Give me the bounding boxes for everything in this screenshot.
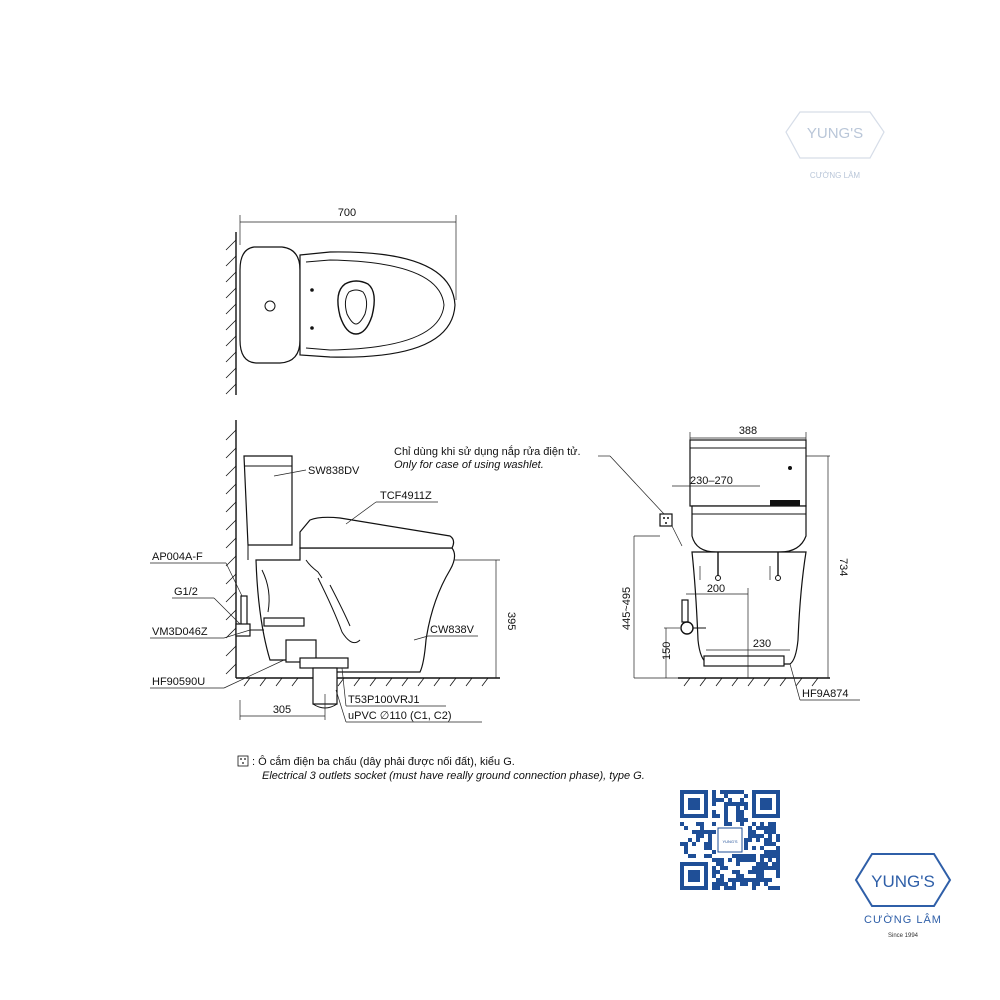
label-upvc: uPVC ∅110 (C1, C2) [348,710,452,722]
socket-note-vietnamese: : Ô cắm điện ba chấu (dây phải được nối … [252,755,515,768]
width-200-dimension: 200 [707,583,725,595]
qr-center-text: YUNG'S [723,839,738,844]
front-width-388-dimension: 388 [739,425,757,437]
side-view: 395 305 SW838DV TCF4911Z AP004A-F G1/2 V… [150,420,517,723]
label-vm3d046z: VM3D046Z [152,626,208,638]
logo-sub-text: CƯỜNG LÂM [864,913,942,926]
label-t53p100vrj1: T53P100VRJ1 [348,694,420,706]
label-hf9a874: HF9A874 [802,688,848,700]
top-width-dimension: 700 [338,207,356,219]
socket-legend: : Ô cắm điện ba chấu (dây phải được nối … [237,755,645,782]
brand-logo: YUNG'S CƯỜNG LÂM Since 1994 [854,853,952,939]
front-view: 388 230–270 734 445~495 200 230 150 HF9A… [598,425,860,701]
washlet-note-english: Only for case of using washlet. [394,459,544,471]
label-sw838dv: SW838DV [308,465,360,477]
socket-icon [237,755,249,767]
hexagon-icon [854,853,952,907]
label-ap004a-f: AP004A-F [152,551,203,563]
logo-brand-text: YUNG'S [871,872,935,891]
qr-code: YUNG'S [680,790,780,890]
label-hf90590u: HF90590U [152,676,205,688]
range-230-270-dimension: 230–270 [690,475,733,487]
qr-center-logo [717,827,743,853]
label-cw838v: CW838V [430,624,475,636]
height-150-dimension: 150 [661,642,673,660]
watermark-logo: YUNG'S CƯỜNG LÂM [785,111,885,180]
label-g12: G1/2 [174,586,198,598]
watermark-sub: CƯỜNG LÂM [810,171,860,180]
height-395-dimension: 395 [505,612,517,630]
washlet-note-vietnamese: Chỉ dùng khi sử dụng nắp rửa điện tử. [394,445,581,458]
watermark-brand: YUNG'S [807,125,863,142]
socket-note-english: Electrical 3 outlets socket (must have r… [262,770,645,782]
top-view: 700 [225,207,457,395]
width-230-dimension: 230 [753,638,771,650]
logo-since-text: Since 1994 [888,933,919,939]
height-734-dimension: 734 [837,558,849,576]
width-305-dimension: 305 [273,704,291,716]
label-tcf4911z: TCF4911Z [380,490,432,502]
range-445-495-dimension: 445~495 [621,587,633,630]
